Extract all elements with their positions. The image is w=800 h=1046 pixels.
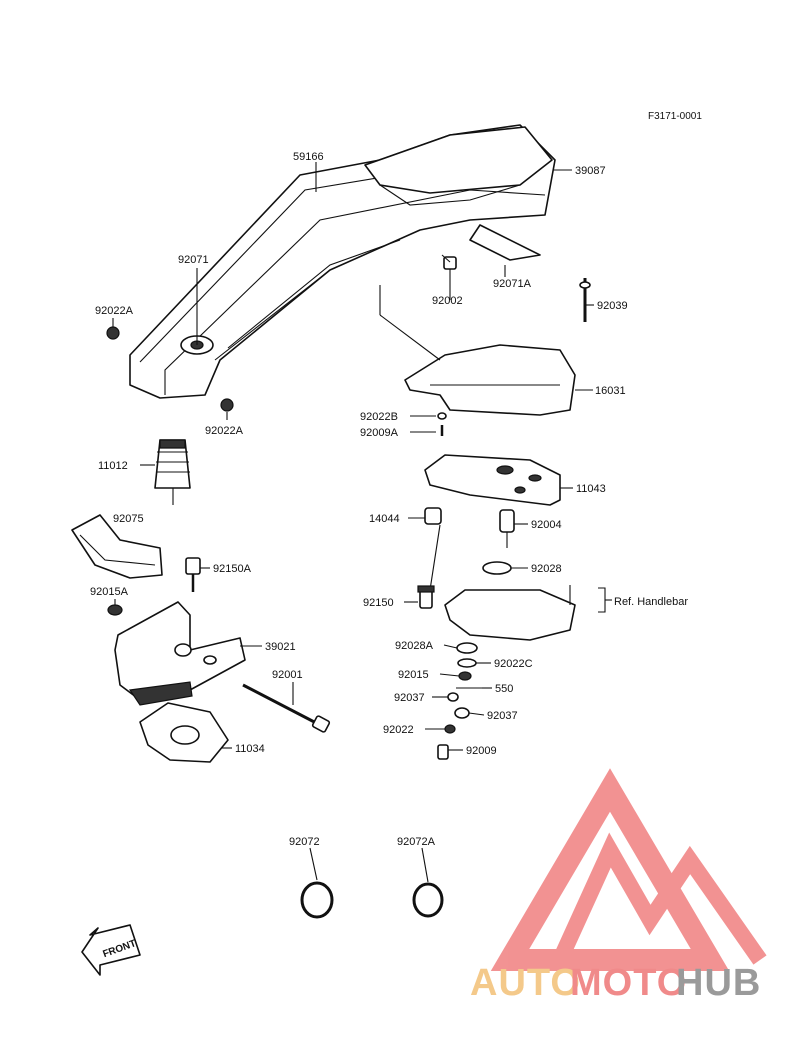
label-92039: 92039: [597, 300, 628, 312]
label-92072a: 92072A: [397, 836, 436, 848]
label-92009a: 92009A: [360, 427, 399, 439]
svg-text:MOTO: MOTO: [570, 962, 687, 1004]
watermark-logo: [490, 768, 767, 971]
label-14044: 14044: [369, 513, 400, 525]
watermark-text: AUTO MOTO HUB: [470, 962, 761, 1004]
label-92015a: 92015A: [90, 586, 129, 598]
label-ref-handlebar: Ref. Handlebar: [614, 596, 688, 608]
label-92022b: 92022B: [360, 411, 398, 423]
washer-92022a-mid: [220, 398, 234, 412]
clip-92037-right: [454, 707, 470, 719]
label-92072: 92072: [289, 836, 320, 848]
label-39087: 39087: [575, 165, 606, 177]
svg-text:AUTO: AUTO: [470, 962, 581, 1004]
nut-92015a: [107, 604, 123, 616]
washer-92022a-left: [106, 326, 120, 340]
part-labels: 59166 39087 92071 92071A 92002 92039 920…: [90, 151, 688, 848]
label-92075: 92075: [113, 513, 144, 525]
label-92022c: 92022C: [494, 658, 533, 670]
washer-92028: [482, 561, 512, 575]
label-550: 550: [495, 683, 513, 695]
label-11034: 11034: [235, 743, 265, 755]
washer-92028a: [456, 642, 478, 654]
boot-11012: [154, 439, 191, 505]
label-92037-left: 92037: [394, 692, 425, 704]
bolt-92150a: [185, 557, 201, 592]
washer-92022b: [437, 412, 447, 420]
label-92022a-mid: 92022A: [205, 425, 244, 437]
label-39021: 39021: [265, 641, 296, 653]
svg-text:HUB: HUB: [676, 962, 761, 1004]
label-92150a: 92150A: [213, 563, 252, 575]
washer-92022c: [457, 658, 477, 668]
plate-11043: [424, 454, 561, 506]
cap-92022: [444, 724, 456, 734]
label-92150: 92150: [363, 597, 394, 609]
clip-92037-left: [447, 692, 459, 702]
label-92001: 92001: [272, 669, 303, 681]
bolt-92150: [417, 585, 435, 609]
label-92071: 92071: [178, 254, 209, 266]
clip-14044: [424, 507, 442, 525]
cover-16031: [404, 344, 576, 416]
lower-plate: [444, 589, 576, 641]
leader-lines: [112, 162, 612, 883]
label-92028: 92028: [531, 563, 562, 575]
pin-92039: [579, 278, 591, 322]
label-92071a: 92071A: [493, 278, 532, 290]
screw-92009: [437, 744, 449, 760]
label-16031: 16031: [595, 385, 626, 397]
label-11043: 11043: [576, 483, 606, 495]
ring-92072a: [412, 882, 444, 918]
label-92037-right: 92037: [487, 710, 518, 722]
label-59166: 59166: [293, 151, 324, 163]
bracket-92071a: [469, 224, 541, 261]
label-92002: 92002: [432, 295, 463, 307]
label-11012: 11012: [98, 460, 128, 472]
figure-code: F3171-0001: [648, 111, 702, 122]
handle-pole: [129, 124, 556, 399]
grip-92075: [71, 514, 163, 579]
label-92015: 92015: [398, 669, 429, 681]
front-arrow: FRONT: [81, 924, 141, 976]
label-92022: 92022: [383, 724, 414, 736]
pin-92004: [499, 509, 515, 548]
label-92004: 92004: [531, 519, 562, 531]
bolt-92001: [242, 683, 331, 733]
nut-92015: [458, 671, 472, 681]
bolt-92002: [441, 254, 457, 292]
ring-92072: [300, 881, 334, 919]
label-92022a-left: 92022A: [95, 305, 134, 317]
label-92009: 92009: [466, 745, 497, 757]
label-92028a: 92028A: [395, 640, 434, 652]
